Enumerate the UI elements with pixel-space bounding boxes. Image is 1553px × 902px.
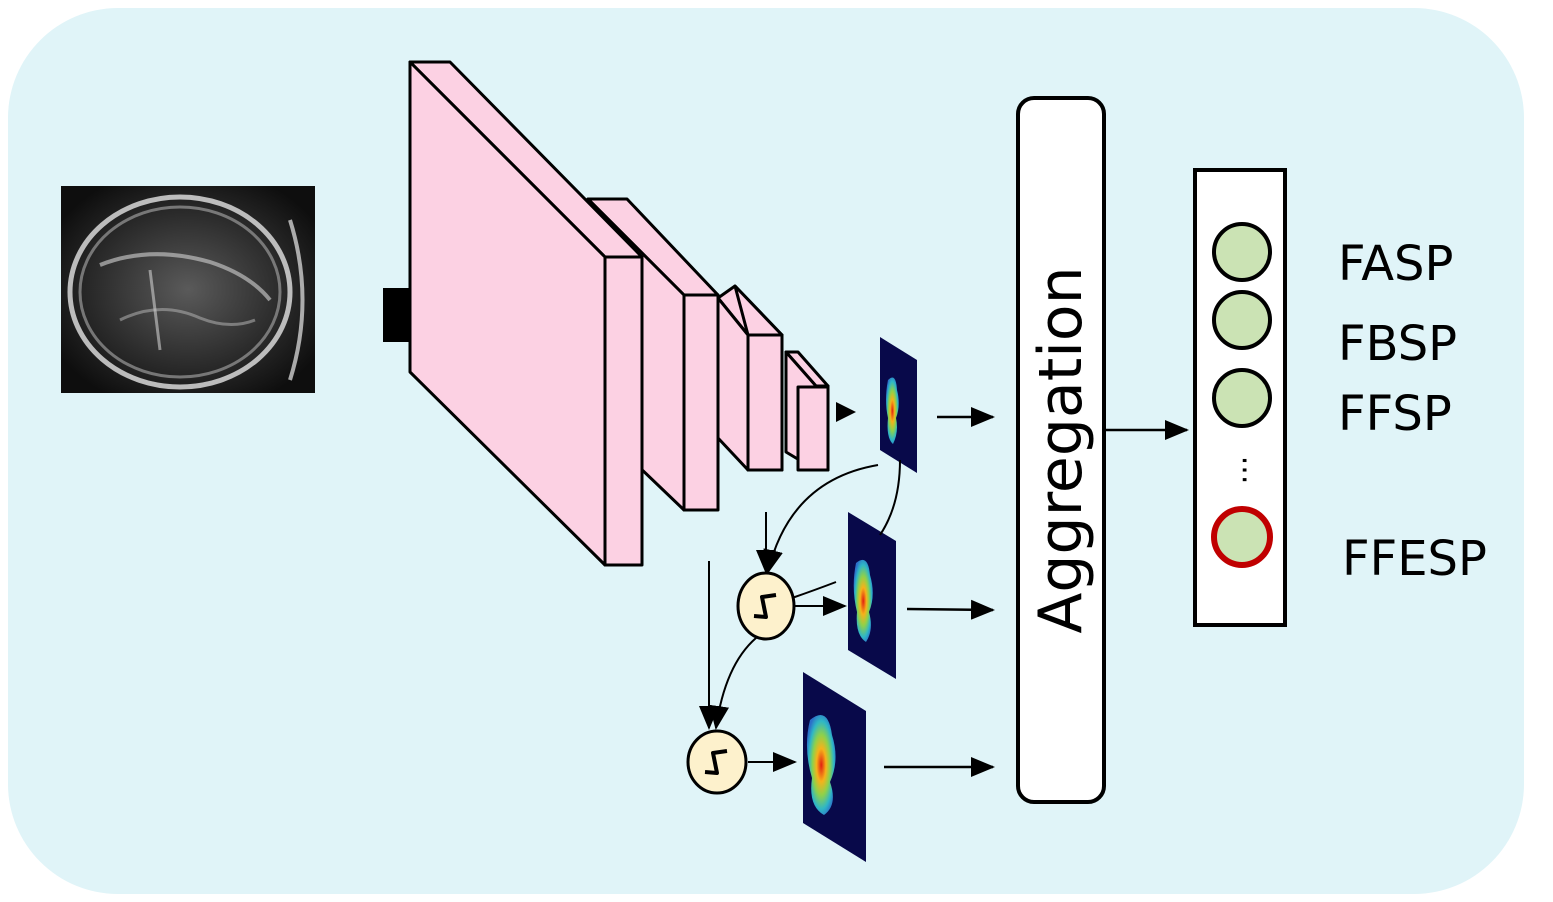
- encoder-block-4: [784, 350, 830, 472]
- curve-sigmoid-1-to-heatmap-middle: [791, 581, 837, 599]
- input-ultrasound-image: [61, 186, 315, 393]
- output-node-ffesp-highlighted: [1211, 506, 1273, 568]
- sigmoid-node-1: [736, 571, 796, 641]
- sigmoid-node-2: [686, 729, 748, 795]
- heatmap-top: [880, 337, 917, 473]
- output-labels: FASP FBSP FFSP FFESP: [1338, 236, 1487, 587]
- heatmap-middle: [848, 512, 896, 679]
- label-ffesp: FFESP: [1342, 531, 1487, 587]
- output-ellipsis: ...: [1220, 456, 1255, 485]
- refinement-connectors: [699, 459, 901, 772]
- aggregation-label: Aggregation: [1026, 266, 1096, 633]
- aggregation-block: Aggregation: [1016, 96, 1106, 804]
- output-node-fbsp: [1212, 290, 1272, 350]
- encoder-block-1: [408, 60, 644, 567]
- encoder-block-3: [716, 284, 784, 472]
- output-node-fasp: [1212, 222, 1272, 282]
- sigmoid-curve-icon: [753, 593, 777, 619]
- curve-heatmap-top-to-heatmap-middle: [879, 459, 901, 536]
- output-node-ffsp: [1212, 368, 1272, 428]
- label-fasp: FASP: [1338, 236, 1453, 292]
- aggregation-inputs: [884, 407, 995, 777]
- heatmap-bottom: [803, 672, 866, 862]
- encoder-output-arrow-icon: [836, 402, 856, 422]
- encoder-blocks: [408, 60, 830, 567]
- label-fbsp: FBSP: [1338, 316, 1457, 372]
- arrow-middle-to-aggregation: [906, 599, 995, 620]
- output-box: ...: [1193, 168, 1287, 627]
- sigmoid-curve-icon: [704, 749, 728, 775]
- label-ffsp: FFSP: [1338, 386, 1452, 442]
